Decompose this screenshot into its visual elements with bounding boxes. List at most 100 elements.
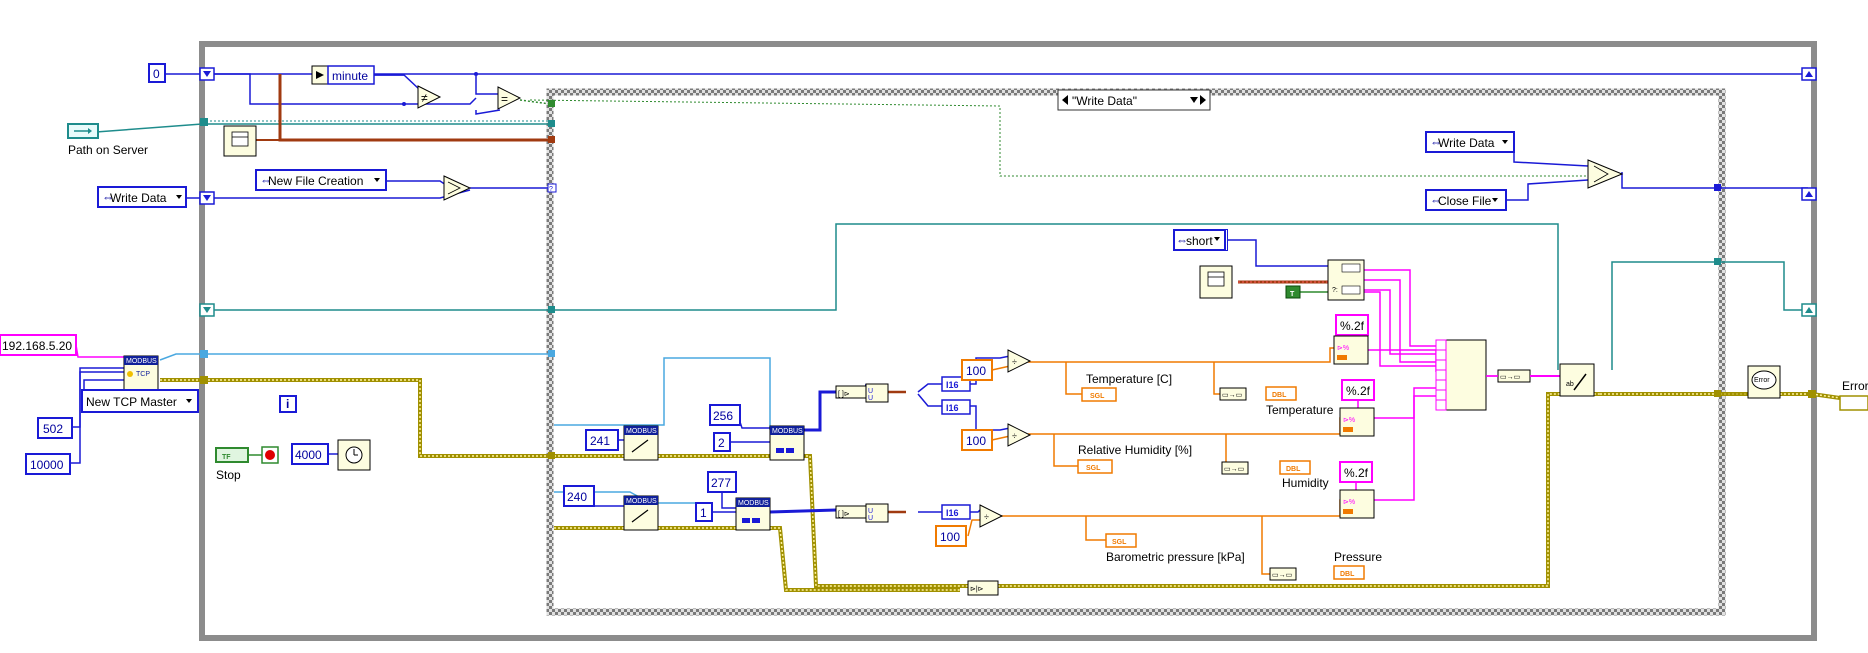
case-tunnel-error-out[interactable] [1714, 390, 1721, 397]
minute-element[interactable]: minute [327, 65, 375, 85]
format-string-press-const[interactable]: %.2f [1339, 461, 1373, 483]
const-100-press[interactable]: 100 [935, 525, 967, 547]
index-array-node-1[interactable]: [ ]⊳ [835, 385, 867, 399]
close-file-enum[interactable]: ⇔ Close File [1425, 189, 1507, 211]
short-format-constant[interactable]: ⇔ short [1173, 229, 1226, 251]
timeout-control[interactable]: 10000 [25, 453, 71, 475]
path-on-server-control[interactable]: Path on Server [67, 123, 148, 157]
error-out-indicator[interactable]: Error [1839, 379, 1868, 411]
modbus-read-holding-node-2[interactable]: MODBUS [623, 495, 659, 531]
case-tunnel-enum-out[interactable] [1714, 184, 1721, 191]
split-number-node-2[interactable]: U U [865, 503, 889, 523]
sgl-press-indicator[interactable]: SGL [1105, 533, 1137, 548]
const-241[interactable]: 241 [585, 429, 619, 451]
path-on-server-label: Path on Server [68, 143, 148, 157]
format-into-string-temp[interactable]: ⊳% [1333, 335, 1369, 365]
format-string-hum-const[interactable]: %.2f [1341, 379, 1375, 401]
select-node-right[interactable] [1587, 159, 1624, 189]
case-selector[interactable]: "Write Data" [1057, 89, 1211, 111]
case-tunnel-error[interactable] [548, 452, 555, 459]
wire-i16-to-div-t [970, 355, 1011, 385]
new-tcp-master-enum[interactable]: New TCP Master [81, 389, 199, 413]
svg-text:240: 240 [567, 490, 587, 504]
port-control[interactable]: 502 [37, 417, 73, 439]
concatenate-strings-node[interactable] [1435, 339, 1487, 411]
get-date-time-node[interactable] [223, 125, 257, 157]
const-zero[interactable]: 0 [148, 63, 166, 83]
modbus-read-input-node-2[interactable]: MODBUS [735, 497, 771, 531]
wire-modbus-ref [159, 353, 550, 361]
write-data-enum-right[interactable]: ⇔ Write Data [1425, 131, 1515, 153]
select-node-left[interactable] [443, 175, 472, 201]
case-tunnel-modbus[interactable] [548, 350, 555, 357]
format-into-string-hum[interactable]: ⊳% [1339, 407, 1375, 437]
equal-node[interactable]: = [497, 86, 522, 110]
new-file-creation-enum[interactable]: ⇔ New File Creation [255, 169, 387, 191]
wire-str-press [1372, 395, 1436, 501]
wire-equal-out [475, 109, 501, 115]
i16-press[interactable]: I16 [941, 504, 971, 520]
stop-button-control[interactable]: TF Stop [215, 447, 249, 482]
simple-error-handler-node[interactable]: Error [1747, 365, 1781, 399]
const-1[interactable]: 1 [695, 502, 713, 522]
const-240[interactable]: 240 [563, 485, 595, 507]
wait-ms-node[interactable] [337, 439, 371, 471]
format-string-temp-const[interactable]: %.2f [1335, 314, 1369, 336]
loop-condition-terminal[interactable] [261, 446, 279, 464]
const-277[interactable]: 277 [707, 471, 737, 493]
bool-true-const[interactable]: T [1285, 285, 1301, 299]
divide-node-press[interactable]: ÷ [979, 504, 1004, 528]
ip-address-control[interactable]: 192.168.5.20 [0, 334, 77, 356]
split-number-node-1[interactable]: U U [865, 383, 889, 403]
dbl-press-indicator[interactable]: DBL [1333, 565, 1365, 580]
case-selector-label: "Write Data" [1072, 94, 1137, 108]
tunnel-error-in[interactable] [200, 376, 208, 384]
wait-ms-constant[interactable]: 4000 [291, 443, 329, 465]
wire-modbus-ref-case [554, 357, 771, 430]
sgl-hum-indicator[interactable]: SGL [1077, 459, 1113, 474]
get-date-time-node-2[interactable] [1199, 265, 1233, 299]
write-data-enum-left[interactable]: ⇔ Write Data [97, 186, 187, 208]
case-tunnel-bool[interactable] [548, 100, 555, 107]
svg-text:Write Data: Write Data [110, 191, 167, 205]
dbl-hum-indicator[interactable]: DBL [1279, 460, 1311, 475]
index-array-node-2[interactable]: [ ]⊳ [835, 505, 867, 519]
tunnel-path[interactable] [200, 118, 208, 126]
const-100-hum[interactable]: 100 [961, 429, 993, 451]
case-tunnel-teal[interactable] [548, 306, 555, 313]
svg-text:÷: ÷ [984, 512, 989, 522]
modbus-read-input-node[interactable]: MODBUS [769, 425, 805, 461]
i16-hum[interactable]: I16 [941, 399, 971, 415]
unbundle-minute-node[interactable] [311, 65, 329, 85]
case-tunnel-path[interactable] [548, 120, 555, 127]
wire-select-out [1621, 172, 1808, 189]
case-tunnel-select[interactable] [547, 183, 557, 193]
to-dbl-hum[interactable]: ▭→▭ [1221, 461, 1249, 475]
const-100-temp[interactable]: 100 [961, 359, 993, 381]
format-date-time-node[interactable]: ?: [1327, 259, 1365, 301]
modbus-tcp-master-node[interactable]: MODBUS TCP [123, 355, 159, 391]
const-2[interactable]: 2 [713, 432, 731, 452]
const-256[interactable]: 256 [709, 404, 741, 426]
build-array-node-bottom[interactable]: ⊳|⊳ [967, 580, 999, 596]
divide-node-temp[interactable]: ÷ [1007, 349, 1032, 373]
not-equal-node[interactable]: ≠ [417, 85, 442, 109]
format-into-string-press[interactable]: ⊳% [1339, 489, 1375, 519]
tunnel-error-out[interactable] [1808, 390, 1816, 398]
to-dbl-press[interactable]: ▭→▭ [1269, 567, 1297, 581]
sgl-temp-indicator[interactable]: SGL [1081, 387, 1117, 402]
write-to-text-file-node[interactable]: ab [1559, 363, 1595, 397]
wire-ir-out [769, 508, 837, 514]
case-tunnel-ref[interactable] [548, 136, 555, 143]
case-tunnel-teal-out[interactable] [1714, 258, 1721, 265]
svg-text:1: 1 [700, 506, 707, 520]
dbl-temp-indicator[interactable]: DBL [1265, 386, 1297, 401]
iteration-terminal: i [279, 395, 297, 413]
to-dbl-temp[interactable]: ▭→▭ [1219, 387, 1247, 401]
tunnel-modbus[interactable] [200, 350, 208, 358]
while-loop-frame[interactable] [199, 41, 1817, 641]
divide-node-hum[interactable]: ÷ [1007, 423, 1032, 447]
modbus-read-holding-node[interactable]: MODBUS [623, 425, 659, 461]
wire-timeout [70, 371, 124, 464]
string-to-array-node[interactable]: ▭→▭ [1497, 369, 1531, 383]
